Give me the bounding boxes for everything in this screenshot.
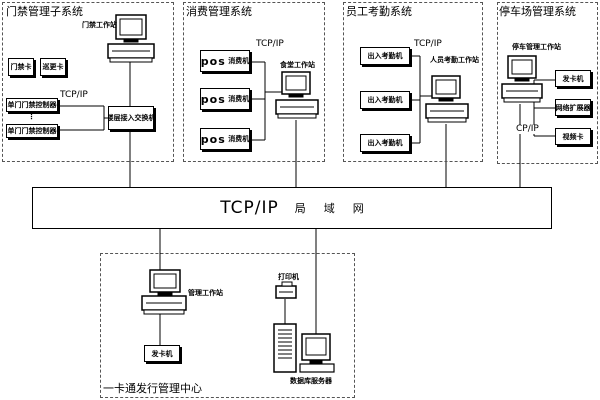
single-door-controller-2: 单门门禁控制器 xyxy=(6,124,58,138)
consumption-tcpip-label: TCP/IP xyxy=(256,39,284,49)
pos-machine-1: pos 消费机 xyxy=(200,50,250,72)
canteen-workstation-label: 食堂工作站 xyxy=(280,61,315,69)
parking-tcpip-label: CP/IP xyxy=(516,124,539,134)
attendance-workstation-label: 人员考勤工作站 xyxy=(430,56,479,64)
access-tcpip-label: TCP/IP xyxy=(60,90,88,100)
attendance-group xyxy=(343,2,483,162)
local-area-network: TCP/IP 局 域 网 xyxy=(32,187,552,229)
pos-machine-3: pos 消费机 xyxy=(200,128,250,150)
center-card-issuer: 发卡机 xyxy=(144,345,180,362)
parking-title: 停车场管理系统 xyxy=(499,5,576,18)
ellipsis: ⋮ xyxy=(28,113,35,121)
lan-protocol: TCP/IP xyxy=(220,198,279,218)
access-workstation-label: 门禁工作站 xyxy=(82,21,117,29)
db-server-label: 数据库服务器 xyxy=(290,377,332,385)
printer-label: 打印机 xyxy=(278,273,299,281)
parking-card-issuer: 发卡机 xyxy=(555,70,591,87)
attendance-tcpip-label: TCP/IP xyxy=(414,39,442,49)
access-card: 门禁卡 xyxy=(8,58,34,76)
card-center-group xyxy=(100,253,355,398)
attendance-machine-1: 出入考勤机 xyxy=(360,47,410,65)
card-center-title: 一卡通发行管理中心 xyxy=(103,382,202,395)
consumption-title: 消费管理系统 xyxy=(186,5,252,18)
attendance-title: 员工考勤系统 xyxy=(346,5,412,18)
pos-machine-2: pos 消费机 xyxy=(200,88,250,110)
attendance-machine-3: 出入考勤机 xyxy=(360,134,410,152)
patrol-card: 巡更卡 xyxy=(40,58,66,76)
parking-group xyxy=(497,2,598,164)
lan-wang: 网 xyxy=(352,202,364,215)
access-control-group xyxy=(2,2,174,162)
management-workstation-label: 管理工作站 xyxy=(188,289,223,297)
access-control-title: 门禁管理子系统 xyxy=(6,5,83,18)
single-door-controller-1: 单门门禁控制器 xyxy=(6,98,58,112)
consumption-group xyxy=(183,2,325,162)
lan-yu: 域 xyxy=(323,202,335,215)
network-extender: 网络扩展器 xyxy=(555,99,591,116)
floor-access-switch: 楼层接入交换机 xyxy=(108,106,154,130)
lan-ju: 局 xyxy=(294,202,306,215)
video-card: 视频卡 xyxy=(555,128,591,145)
attendance-machine-2: 出入考勤机 xyxy=(360,91,410,109)
parking-workstation-label: 停车管理工作站 xyxy=(512,43,561,51)
